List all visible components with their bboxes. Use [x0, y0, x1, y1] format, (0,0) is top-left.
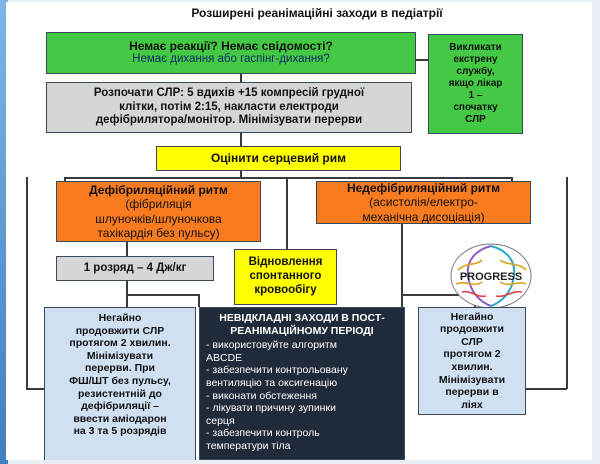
connector-line [416, 59, 428, 61]
nonshockable-line: (асистолія/електро- [369, 195, 478, 210]
post-item: - лікувати причину зупинки [206, 402, 336, 415]
cont-right-line: Негайно [450, 310, 494, 323]
connector-line [64, 177, 512, 179]
cont-left-line: резистентній до [78, 387, 162, 400]
connector-line [286, 177, 288, 249]
cont-right-line: продовжити [440, 323, 504, 336]
call-line: спочатку [453, 102, 498, 113]
connector-line [566, 177, 568, 389]
cont-left-line: Мінімізувати [86, 349, 154, 362]
continue-cpr-right-box: Негайно продовжити СЛР протягом 2 хвилин… [418, 307, 526, 415]
post-item: - забезпечити контрольовану [206, 364, 348, 377]
connector-line [240, 171, 242, 177]
shockable-line: тахікардія без пульсу) [97, 225, 220, 240]
slide: Розширені реанімаційні заходи в педіатрі… [6, 2, 592, 460]
nonshockable-line: механічна дисоціація) [362, 209, 485, 224]
call-line: СЛР [465, 114, 486, 125]
rosc-line: спонтанного [249, 270, 322, 283]
cont-right-line: Мінімізувати [438, 373, 506, 386]
shock-dose-label: 1 розряд – 4 Дж/кг [83, 261, 187, 274]
shockable-line: (фібриляція [125, 197, 192, 212]
call-line: якщо лікар [448, 78, 503, 89]
connector-line [198, 294, 200, 307]
shockable-line: Дефібриляційний ритм [89, 182, 228, 197]
cont-left-line: ввести аміодарон [73, 412, 167, 425]
post-item: температури тіла [206, 439, 291, 452]
brain-label: PROGRESS [460, 271, 522, 283]
call-line: службу, [456, 66, 495, 77]
brain-progress-icon: PROGRESS [450, 243, 532, 309]
connector-line [127, 294, 199, 296]
cont-left-line: на 3 та 5 розрядів [73, 425, 167, 438]
connector-line [401, 224, 403, 308]
post-resuscitation-box: НЕВІДКЛАДНІ ЗАХОДИ В ПОСТ- РЕАНІМАЦІЙНОМ… [199, 307, 405, 460]
shockable-rhythm-box: Дефібриляційний ритм (фібриляція шлуночк… [56, 181, 261, 242]
cont-left-line: продовжити СЛР [75, 324, 165, 337]
continue-cpr-left-box: Негайно продовжити СЛР протягом 2 хвилин… [44, 307, 196, 460]
rosc-line: Відновлення [248, 256, 323, 269]
post-item: - використовуйте алгоритм [206, 339, 337, 352]
no-response-line1: Немає реакції? Немає свідомості? [129, 38, 333, 53]
cont-left-line: дефібриляції – [81, 400, 159, 413]
post-item: - виконати обстеження [206, 389, 317, 402]
connector-line [126, 281, 128, 309]
post-heading-line: РЕАНІМАЦІЙНОМУ ПЕРІОДІ [230, 324, 374, 337]
cont-left-line: ФШ/ШТ без пульсу, [69, 374, 171, 387]
connector-line [402, 294, 474, 296]
shock-dose-box: 1 розряд – 4 Дж/кг [56, 256, 214, 281]
shockable-line: шлуночків/шлуночкова [95, 211, 222, 226]
connector-line [64, 177, 66, 181]
post-heading-line: НЕВІДКЛАДНІ ЗАХОДИ В ПОСТ- [219, 312, 385, 324]
cont-right-line: перерви в [445, 386, 499, 399]
cont-left-line: Негайно [98, 312, 142, 324]
diagram-title: Розширені реанімаційні заходи в педіатрі… [191, 6, 443, 20]
post-item: ABCDE [206, 351, 243, 364]
post-item: вентиляцію та оксигенацію [206, 376, 338, 389]
nonshockable-rhythm-box: Недефібриляційний ритм (асистолія/електр… [316, 181, 531, 224]
cpr-line: дефібрилятора/монітор. Мінімізувати пере… [95, 114, 363, 127]
cont-left-line: протягом 2 хвилин. [69, 337, 171, 350]
assess-rhythm-box: Оцінити серцевий рим [156, 146, 401, 171]
post-item: - забезпечити контроль [206, 427, 320, 440]
cont-left-line: перерви. При [84, 362, 155, 375]
no-response-line2: Немає дихання або гаспінг-дихання? [132, 53, 330, 66]
post-item: серця [206, 414, 235, 427]
connector-line [511, 177, 513, 181]
nonshockable-line: Недефібриляційний ритм [346, 180, 501, 195]
call-emergency-box: Викликати екстрену службу, якщо лікар 1 … [428, 34, 523, 134]
start-cpr-box: Розпочати СЛР: 5 вдихів +15 компресій гр… [46, 82, 412, 133]
cpr-line: Розпочати СЛР: 5 вдихів +15 компресій гр… [93, 86, 365, 99]
cont-right-line: протягом 2 [443, 348, 501, 361]
cpr-line: клітки, потім 2:15, накласти електроди [119, 100, 339, 113]
cont-right-line: хвилин. [451, 361, 493, 373]
connector-line [526, 388, 567, 390]
call-line: екстрену [453, 54, 498, 65]
assess-label: Оцінити серцевий рим [210, 151, 347, 166]
cont-right-line: ліях [461, 398, 483, 411]
connector-line [26, 177, 28, 389]
connector-line [26, 388, 44, 390]
connector-line [240, 133, 242, 146]
cont-right-line: СЛР [461, 335, 483, 348]
connector-line [126, 242, 128, 256]
slide-left-edge [0, 0, 8, 464]
call-line: Викликати [449, 42, 502, 53]
connector-line [240, 74, 242, 82]
no-response-box: Немає реакції? Немає свідомості? Немає д… [46, 32, 416, 74]
call-line: 1 – [468, 90, 483, 101]
rosc-box: Відновлення спонтанного кровообігу [234, 249, 337, 305]
rosc-line: кровообігу [254, 283, 317, 296]
